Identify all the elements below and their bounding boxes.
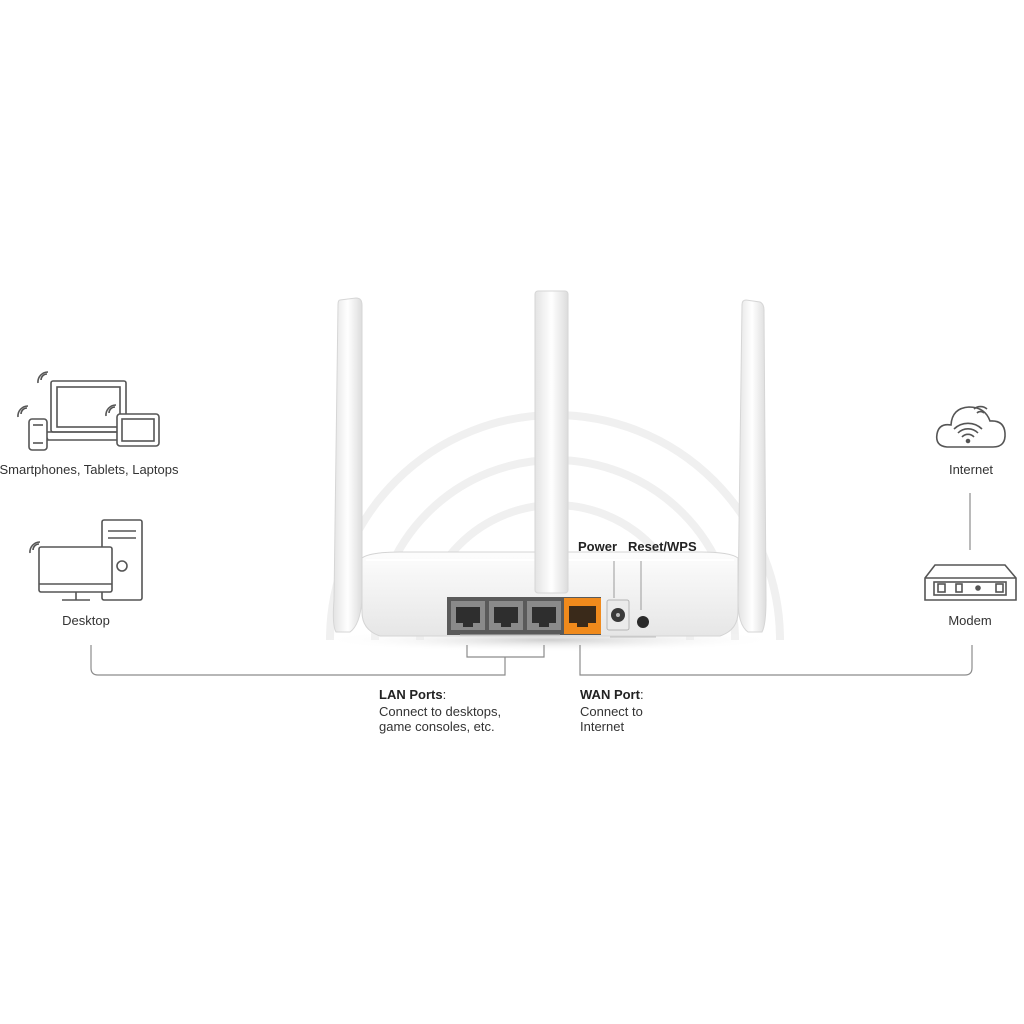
lan-port-2 [489, 601, 523, 630]
smartphone-icon [28, 418, 48, 451]
desktop-label: Desktop [62, 613, 110, 628]
left-antenna [332, 297, 363, 633]
mobile-devices-icon [17, 371, 160, 451]
lan-ports-title: LAN Ports [379, 687, 443, 702]
modem-label: Modem [948, 613, 992, 628]
reset-wps-button [637, 616, 649, 628]
cloud-icon [935, 405, 1006, 448]
wifi-icon [953, 422, 983, 444]
wan-port-description: WAN Port: Connect to Internet [580, 686, 644, 734]
lan-port-1 [451, 601, 485, 630]
connection-lines [90, 493, 973, 676]
wan-port-desc-line2: Internet [580, 719, 625, 734]
callout-lines [613, 561, 642, 610]
wan-port-title: WAN Port [580, 687, 640, 702]
internet-label: Internet [948, 462, 994, 477]
wan-port [564, 598, 601, 634]
reset-wps-callout: Reset/WPS [628, 539, 697, 554]
lan-ports-description: LAN Ports: Connect to desktops, game con… [379, 686, 501, 734]
tablet-icon [116, 413, 160, 447]
power-jack [606, 599, 630, 631]
wifi-icon [17, 371, 117, 418]
center-antenna [534, 290, 569, 594]
lan-ports-desc-line2: game consoles, etc. [379, 719, 495, 734]
right-antenna [737, 299, 767, 633]
desktop-icon [38, 546, 113, 601]
wan-port-desc-line1: Connect to [580, 704, 643, 719]
desktop-group-icon [29, 519, 143, 601]
router-back-panel [447, 597, 656, 638]
mobile-devices-label: Smartphones, Tablets, Laptops [0, 462, 179, 477]
wifi-icon [29, 541, 41, 554]
modem-icon [924, 564, 1017, 601]
lan-ports-colon: : [442, 687, 447, 702]
lan-port-3 [527, 601, 561, 630]
power-callout: Power [578, 539, 618, 554]
wan-port-colon: : [639, 687, 644, 702]
lan-ports-desc-line1: Connect to desktops, [379, 704, 502, 719]
